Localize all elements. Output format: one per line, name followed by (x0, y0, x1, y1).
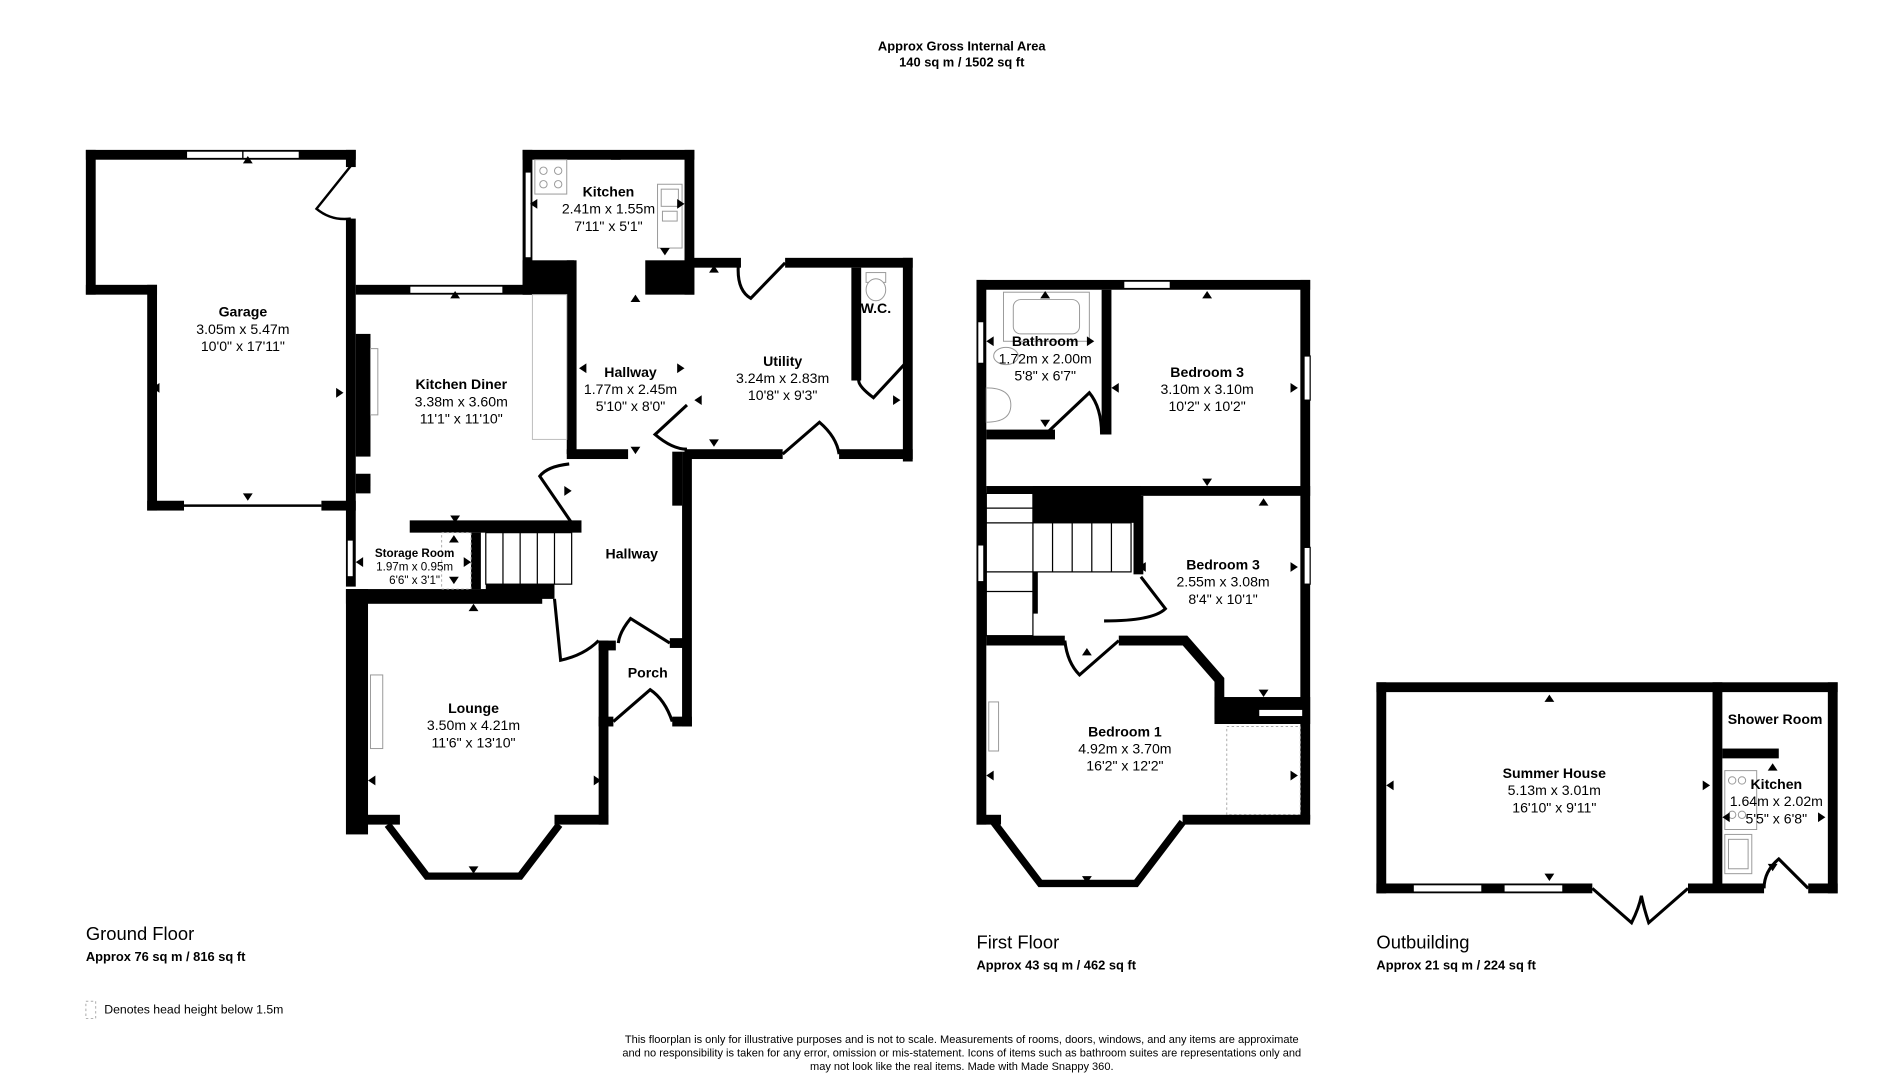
svg-text:7'11" x 5'1": 7'11" x 5'1" (574, 218, 642, 234)
gross-area-value: 140 sq m / 1502 sq ft (899, 54, 1025, 69)
svg-text:Bedroom 3: Bedroom 3 (1186, 556, 1260, 572)
svg-text:5.13m x 3.01m: 5.13m x 3.01m (1508, 782, 1601, 798)
svg-text:16'10" x 9'11": 16'10" x 9'11" (1512, 799, 1596, 815)
svg-text:Approx 76 sq m / 816 sq ft: Approx 76 sq m / 816 sq ft (86, 949, 246, 964)
sink-icon (657, 183, 683, 249)
svg-text:Approx 43 sq m / 462 sq ft: Approx 43 sq m / 462 sq ft (976, 957, 1136, 972)
garage-walls (85, 149, 356, 587)
legend: Denotes head height below 1.5m (85, 1000, 283, 1019)
svg-text:may not look like the real ite: may not look like the real items. Made w… (810, 1061, 1114, 1073)
svg-text:Shower Room: Shower Room (1728, 711, 1823, 727)
room-label-porch: Porch (628, 664, 668, 680)
hob-icon (534, 159, 568, 195)
svg-text:11'6" x 13'10": 11'6" x 13'10" (431, 734, 515, 750)
svg-text:2.55m x 3.08m: 2.55m x 3.08m (1176, 574, 1269, 590)
svg-text:Bedroom 1: Bedroom 1 (1088, 723, 1162, 739)
first-floor-plan: Bathroom 1.72m x 2.00m 5'8" x 6'7" Bedro… (976, 279, 1311, 888)
room-label-bedroom-3a: Bedroom 3 3.10m x 3.10m 10'2" x 10'2" (1160, 364, 1253, 414)
svg-text:W.C.: W.C. (861, 300, 892, 316)
toilet-icon-first (993, 346, 1019, 366)
svg-text:5'8" x 6'7": 5'8" x 6'7" (1014, 368, 1076, 384)
sink-icon-outbuilding (1724, 833, 1753, 875)
svg-text:10'0" x 17'11": 10'0" x 17'11" (201, 338, 285, 354)
svg-text:6'6" x 3'1": 6'6" x 3'1" (389, 574, 440, 587)
room-label-garage: Garage 3.05m x 5.47m 10'0" x 17'11" (196, 304, 289, 354)
svg-text:Approx 21 sq m / 224 sq ft: Approx 21 sq m / 224 sq ft (1376, 957, 1536, 972)
caption-ground-floor: Ground Floor Approx 76 sq m / 816 sq ft (86, 923, 246, 964)
room-label-wc: W.C. (861, 300, 892, 316)
room-label-outbuilding-kitchen: Kitchen 1.64m x 2.02m 5'5" x 6'8" (1730, 776, 1823, 826)
svg-text:1.77m x 2.45m: 1.77m x 2.45m (584, 381, 677, 397)
svg-text:Kitchen Diner: Kitchen Diner (415, 376, 507, 392)
room-label-shower-room: Shower Room (1728, 711, 1823, 727)
svg-text:16'2" x 12'2": 16'2" x 12'2" (1086, 758, 1163, 774)
caption-outbuilding: Outbuilding Approx 21 sq m / 224 sq ft (1376, 932, 1536, 973)
svg-text:First Floor: First Floor (976, 932, 1059, 953)
room-label-utility: Utility 3.24m x 2.83m 10'8" x 9'3" (736, 353, 829, 403)
room-label-hallway-upper: Hallway 1.77m x 2.45m 5'10" x 8'0" (584, 364, 677, 414)
svg-text:10'8" x 9'3": 10'8" x 9'3" (748, 387, 817, 403)
disclaimer: This floorplan is only for illustrative … (622, 1034, 1301, 1073)
svg-text:3.05m x 5.47m: 3.05m x 5.47m (196, 321, 289, 337)
svg-text:Ground Floor: Ground Floor (86, 923, 194, 944)
svg-text:Hallway: Hallway (606, 545, 659, 561)
header: Approx Gross Internal Area 140 sq m / 15… (878, 39, 1046, 70)
svg-text:Porch: Porch (628, 664, 668, 680)
toilet-icon (865, 272, 887, 302)
room-label-kitchen-diner: Kitchen Diner 3.38m x 3.60m 11'1" x 11'1… (415, 376, 508, 426)
svg-text:11'1" x 11'10": 11'1" x 11'10" (420, 410, 503, 426)
svg-text:Storage Room: Storage Room (375, 547, 455, 560)
svg-text:Lounge: Lounge (448, 700, 499, 716)
measure-arrows-ground (152, 152, 901, 874)
svg-text:1.64m x 2.02m: 1.64m x 2.02m (1730, 793, 1823, 809)
svg-text:3.50m x 4.21m: 3.50m x 4.21m (427, 717, 520, 733)
room-label-storage-room: Storage Room 1.97m x 0.95m 6'6" x 3'1" (375, 547, 455, 587)
svg-text:and no responsibility is taken: and no responsibility is taken for any e… (622, 1047, 1301, 1059)
room-label-lounge: Lounge 3.50m x 4.21m 11'6" x 13'10" (427, 700, 520, 750)
main-house-walls (345, 149, 695, 880)
svg-text:3.38m x 3.60m: 3.38m x 3.60m (415, 393, 508, 409)
svg-text:1.97m x 0.95m: 1.97m x 0.95m (376, 561, 453, 574)
gross-area-title: Approx Gross Internal Area (878, 39, 1046, 54)
stairs-ground (485, 532, 573, 599)
legend-text: Denotes head height below 1.5m (104, 1003, 283, 1017)
svg-text:Garage: Garage (219, 304, 268, 320)
svg-text:Bathroom: Bathroom (1012, 333, 1079, 349)
room-label-bathroom: Bathroom 1.72m x 2.00m 5'8" x 6'7" (999, 333, 1092, 383)
bath-icon (1002, 291, 1090, 342)
svg-text:4.92m x 3.70m: 4.92m x 3.70m (1078, 740, 1171, 756)
ground-floor-plan: Garage 3.05m x 5.47m 10'0" x 17'11" Kitc… (85, 149, 913, 880)
room-label-kitchen: Kitchen 2.41m x 1.55m 7'11" x 5'1" (562, 184, 655, 234)
dashed-box-icon (85, 1000, 97, 1019)
svg-text:5'5" x 6'8": 5'5" x 6'8" (1746, 810, 1808, 826)
caption-first-floor: First Floor Approx 43 sq m / 462 sq ft (976, 932, 1136, 973)
room-label-bedroom-1: Bedroom 1 4.92m x 3.70m 16'2" x 12'2" (1078, 723, 1171, 773)
svg-text:3.10m x 3.10m: 3.10m x 3.10m (1160, 381, 1253, 397)
stairs-first (985, 492, 1132, 637)
svg-text:Bedroom 3: Bedroom 3 (1170, 364, 1244, 380)
basin-icon (985, 387, 1012, 423)
svg-text:Hallway: Hallway (604, 364, 657, 380)
svg-text:Kitchen: Kitchen (1750, 776, 1802, 792)
svg-text:8'4" x 10'1": 8'4" x 10'1" (1188, 591, 1257, 607)
room-label-bedroom-3b: Bedroom 3 2.55m x 3.08m 8'4" x 10'1" (1176, 556, 1269, 606)
svg-text:2.41m x 1.55m: 2.41m x 1.55m (562, 201, 655, 217)
svg-text:Outbuilding: Outbuilding (1376, 932, 1469, 953)
svg-text:Utility: Utility (763, 353, 802, 369)
hob-icon-outbuilding (1724, 770, 1758, 831)
measure-arrows-first (986, 290, 1298, 884)
svg-text:Summer House: Summer House (1503, 765, 1607, 781)
utility-walls (652, 257, 913, 462)
svg-text:10'2" x 10'2": 10'2" x 10'2" (1168, 398, 1245, 414)
room-label-hallway-lower: Hallway (606, 545, 659, 561)
outbuilding-plan: Summer House 5.13m x 3.01m 16'10" x 9'11… (1376, 682, 1838, 926)
svg-text:Kitchen: Kitchen (583, 184, 635, 200)
svg-text:1.72m x 2.00m: 1.72m x 2.00m (999, 350, 1092, 366)
svg-text:3.24m x 2.83m: 3.24m x 2.83m (736, 370, 829, 386)
svg-text:This floorplan is only for ill: This floorplan is only for illustrative … (625, 1034, 1299, 1046)
measure-arrows-outbuilding (1386, 694, 1826, 882)
room-label-summer-house: Summer House 5.13m x 3.01m 16'10" x 9'11… (1503, 765, 1607, 815)
svg-text:5'10" x 8'0": 5'10" x 8'0" (596, 398, 665, 414)
